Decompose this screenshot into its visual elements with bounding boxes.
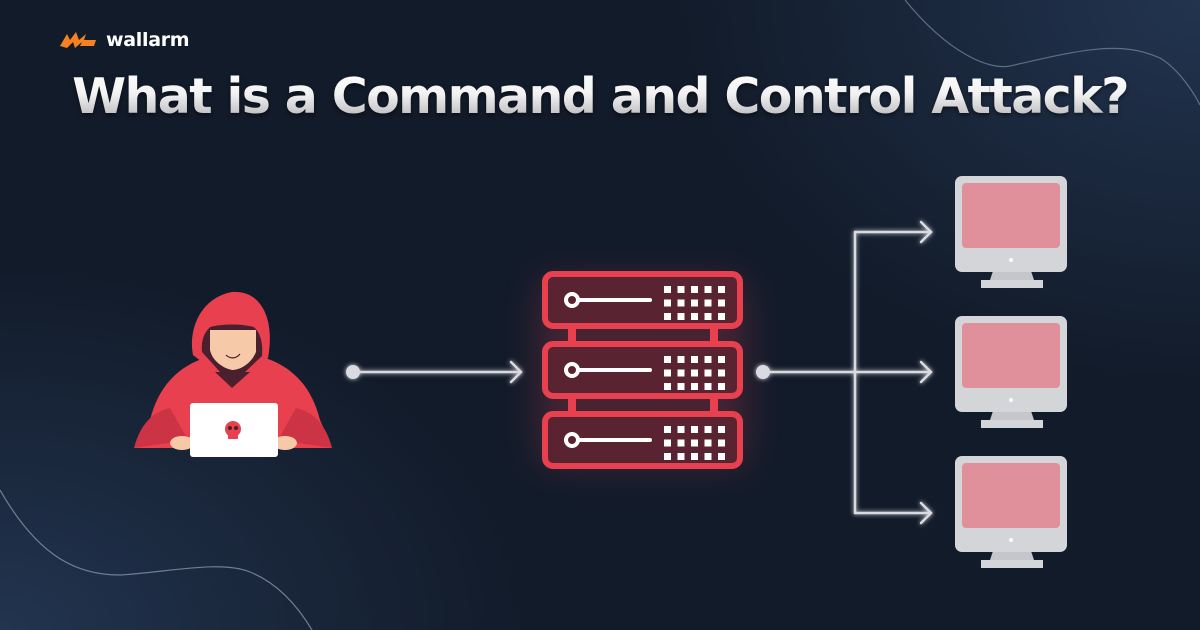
server-vent-dot bbox=[704, 286, 712, 293]
page-title: What is a Command and Control Attack? bbox=[0, 68, 1200, 125]
server-unit bbox=[542, 411, 743, 469]
server-unit bbox=[542, 271, 743, 329]
server-vent-dot bbox=[677, 453, 685, 460]
monitor-screen bbox=[962, 323, 1060, 388]
arrowhead-icon bbox=[919, 360, 933, 384]
face bbox=[210, 330, 256, 370]
arrowhead-icon bbox=[919, 501, 933, 525]
server-vent-dot bbox=[718, 426, 725, 433]
server-unit bbox=[542, 341, 743, 399]
server-vent-dot bbox=[677, 383, 685, 390]
smile bbox=[225, 353, 241, 359]
monitor-screen bbox=[962, 183, 1060, 248]
connector-start-dot bbox=[346, 365, 360, 379]
arrowhead-icon bbox=[509, 360, 523, 384]
server-vent-dot bbox=[664, 426, 671, 433]
hacker-icon bbox=[134, 291, 332, 457]
collar bbox=[215, 372, 250, 388]
computer-monitor-icon bbox=[955, 456, 1067, 568]
connector-start-dot bbox=[756, 365, 770, 379]
server-vent-dot bbox=[718, 439, 725, 447]
server-vent-dot bbox=[677, 313, 685, 320]
server-vent-dot bbox=[664, 286, 671, 293]
server-vent-dot bbox=[691, 439, 698, 447]
server-vent-dot bbox=[691, 299, 698, 307]
hand-left bbox=[170, 436, 194, 450]
server-vent-dot bbox=[718, 453, 725, 460]
skull-icon bbox=[225, 421, 241, 439]
server-vent-dot bbox=[677, 439, 685, 447]
curve-top-right bbox=[904, 0, 1200, 106]
server-vent-dot bbox=[664, 369, 671, 377]
server-vent-dot bbox=[704, 313, 712, 320]
server-vent-dot bbox=[664, 453, 671, 460]
server-rack-icon bbox=[540, 271, 745, 469]
server-vent-dot bbox=[677, 356, 685, 363]
hood-brim bbox=[200, 318, 264, 332]
target-computers bbox=[955, 176, 1067, 568]
server-vent-dot bbox=[718, 356, 725, 363]
wallarm-flame-logo-icon bbox=[60, 32, 96, 48]
server-vent-dot bbox=[677, 369, 685, 377]
curve-bottom-left bbox=[0, 489, 313, 630]
server-vent-dot bbox=[691, 426, 698, 433]
server-vent-dot bbox=[677, 426, 685, 433]
server-vent-dot bbox=[704, 426, 712, 433]
server-vent-dot bbox=[704, 453, 712, 460]
server-vent-dot bbox=[718, 369, 725, 377]
server-vent-dot bbox=[704, 383, 712, 390]
server-vent-dot bbox=[718, 383, 725, 390]
hand-right bbox=[273, 436, 297, 450]
server-vent-dot bbox=[664, 356, 671, 363]
server-vent-dot bbox=[664, 299, 671, 307]
server-vent-dot bbox=[704, 299, 712, 307]
server-vent-dot bbox=[718, 286, 725, 293]
computer-monitor-icon bbox=[955, 176, 1067, 288]
server-vent-dot bbox=[664, 439, 671, 447]
server-vent-dot bbox=[718, 313, 725, 320]
server-vent-dot bbox=[677, 299, 685, 307]
server-vent-dot bbox=[718, 299, 725, 307]
server-vent-dot bbox=[691, 453, 698, 460]
server-vent-dot bbox=[691, 369, 698, 377]
server-vent-dot bbox=[704, 356, 712, 363]
server-vent-dot bbox=[691, 286, 698, 293]
brand-name: wallarm bbox=[106, 29, 190, 51]
monitor-screen bbox=[962, 463, 1060, 528]
server-vent-dot bbox=[664, 313, 671, 320]
server-vent-dot bbox=[691, 313, 698, 320]
server-vent-dot bbox=[704, 369, 712, 377]
server-vent-dot bbox=[677, 286, 685, 293]
server-vent-dot bbox=[691, 356, 698, 363]
arrowhead-icon bbox=[919, 220, 933, 244]
server-vent-dot bbox=[691, 383, 698, 390]
server-vent-dot bbox=[664, 383, 671, 390]
connector-server-to-targets bbox=[756, 220, 933, 525]
hoodie-body bbox=[134, 355, 332, 448]
computer-monitor-icon bbox=[955, 316, 1067, 428]
brand-logo[interactable]: wallarm bbox=[60, 29, 190, 51]
connector-attacker-to-server bbox=[346, 360, 523, 384]
server-vent-dot bbox=[704, 439, 712, 447]
